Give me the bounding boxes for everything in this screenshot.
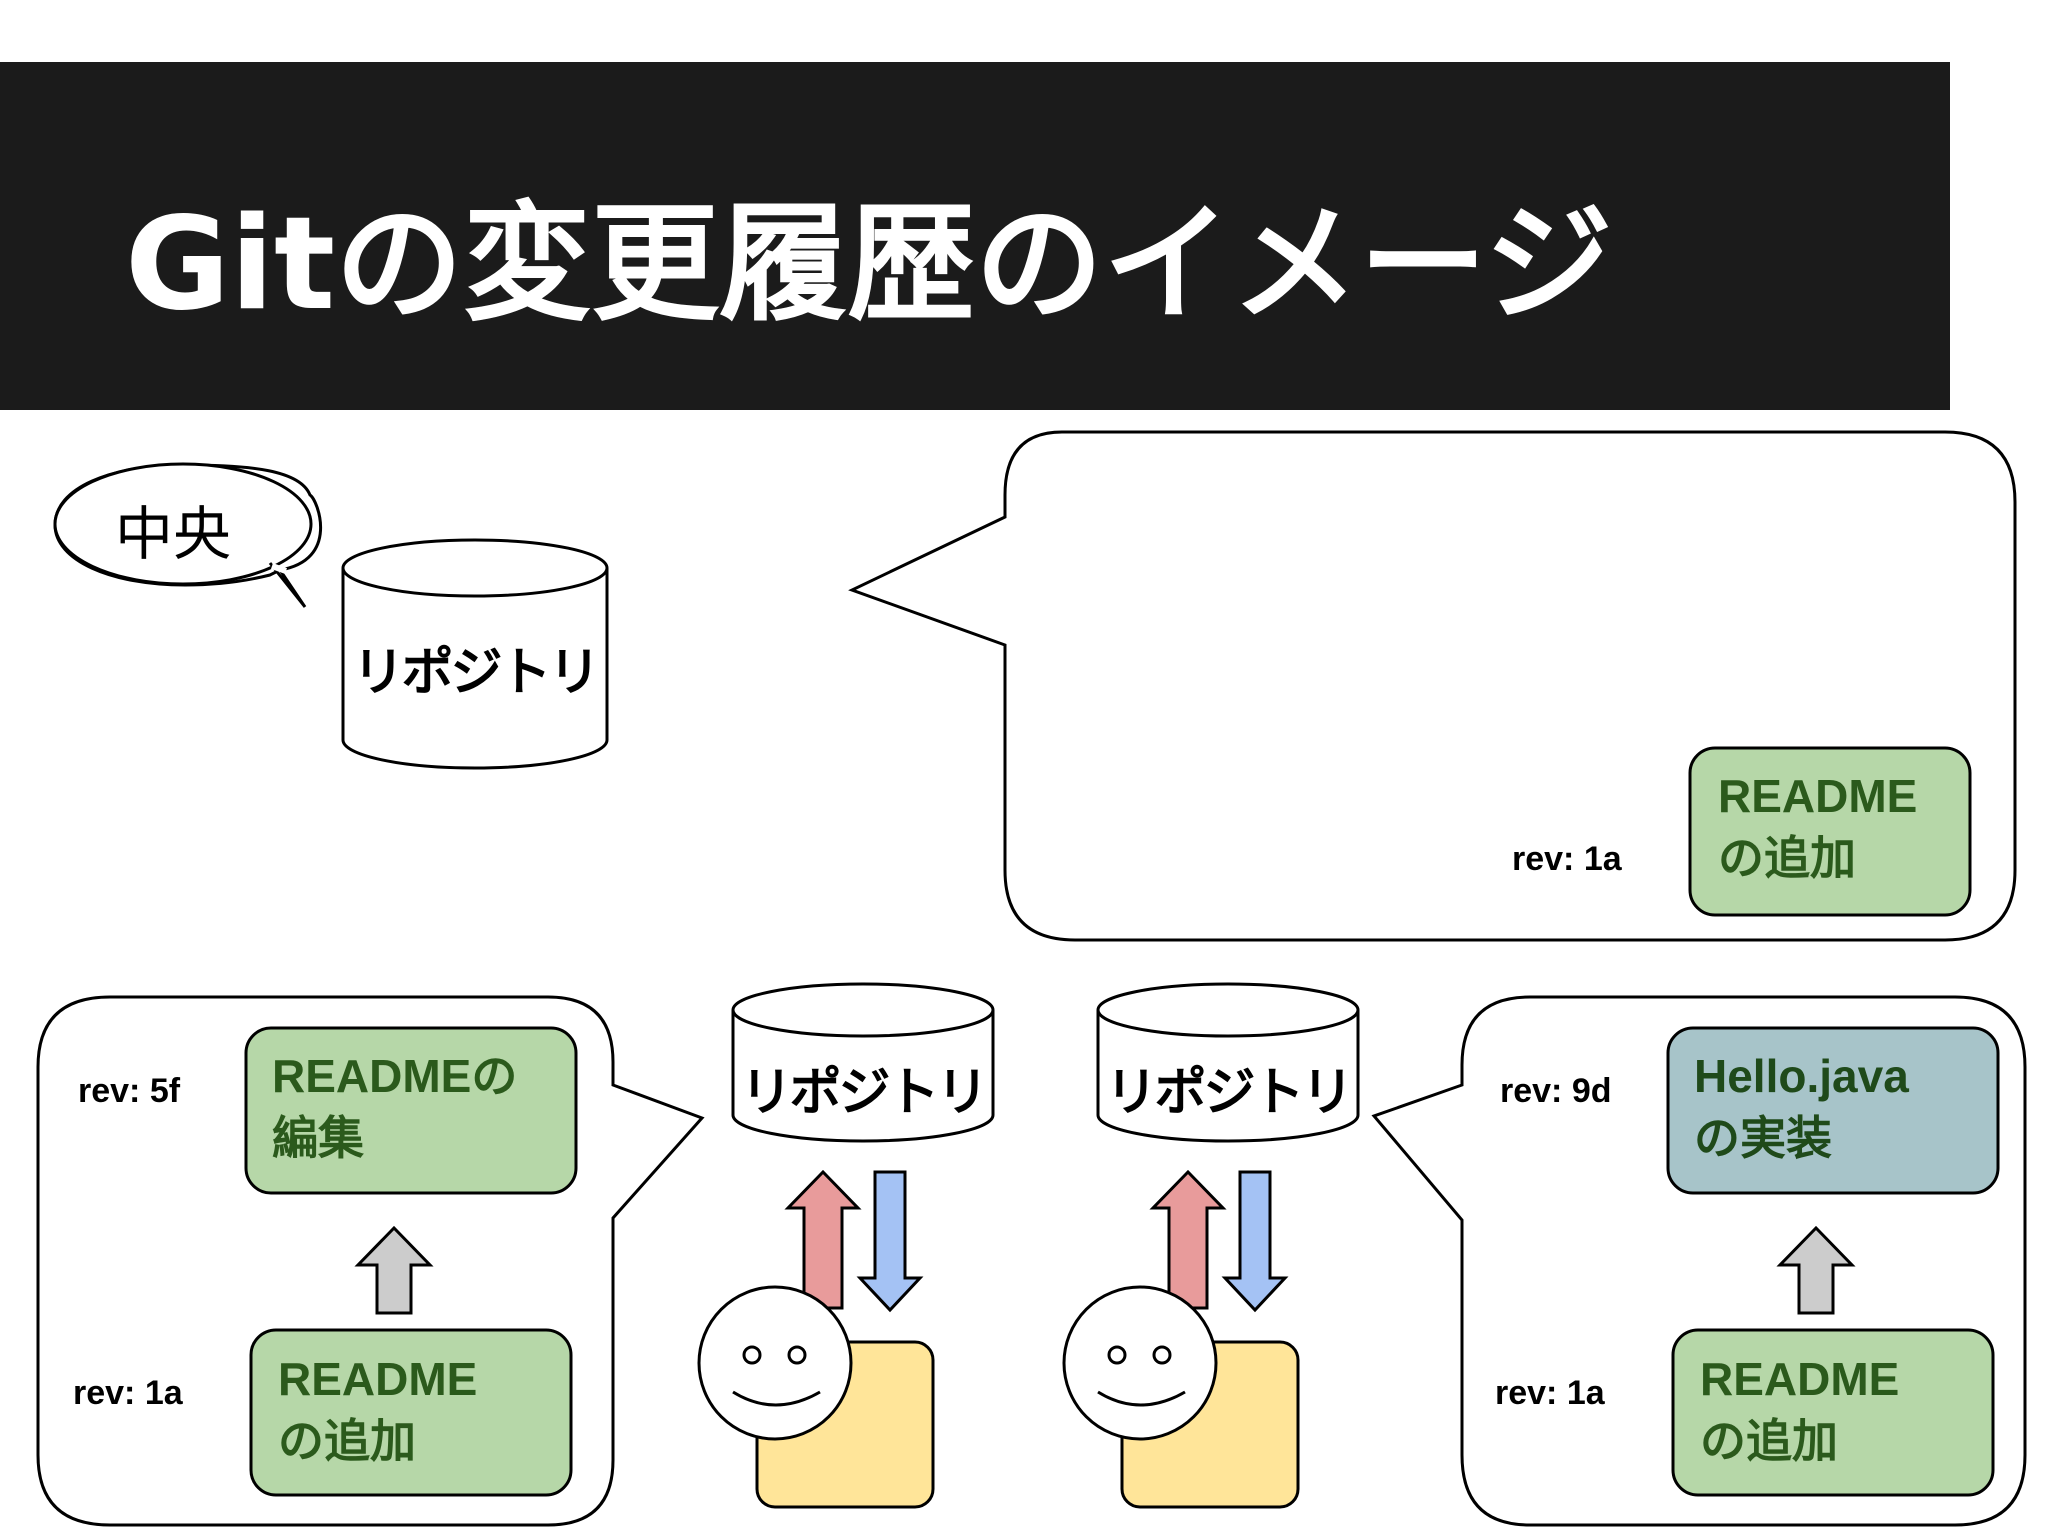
left-user-icon (697, 1285, 935, 1509)
left-commit-text-5f: READMEの 編集 (272, 1050, 518, 1164)
left-commit-card-1a (249, 1328, 573, 1497)
right-repository-label: リポジトリ (1105, 1063, 1353, 1123)
right-repository-icon (1096, 982, 1360, 1143)
right-history-arrow-up (1776, 1225, 1856, 1315)
left-commit-card-5f (244, 1026, 578, 1195)
central-oval (53, 462, 313, 586)
left-pull-arrow-icon (856, 1170, 924, 1313)
left-commit-text-1a: README の追加 (278, 1353, 478, 1467)
left-rev-label-1a: rev: 1a (73, 1374, 183, 1412)
central-repository-label: リポジトリ (352, 643, 600, 703)
slide-title: Gitの変更履歴のイメージ (125, 190, 1613, 339)
central-bubble-tail (268, 562, 307, 608)
central-bubble-label: 中央 (115, 500, 232, 568)
right-commit-card-9d (1666, 1026, 2000, 1195)
title-bar (0, 62, 1950, 410)
left-history-arrow-up (354, 1225, 434, 1315)
right-rev-label-9d: rev: 9d (1500, 1072, 1612, 1110)
central-commit-text: README の追加 (1718, 770, 1918, 884)
right-commit-text-1a: README の追加 (1700, 1353, 1900, 1467)
central-rev-label: rev: 1a (1512, 840, 1622, 878)
right-pull-arrow-icon (1221, 1170, 1289, 1313)
right-rev-label-1a: rev: 1a (1495, 1374, 1605, 1412)
right-commit-text-9d: Hello.java の実装 (1694, 1050, 1909, 1164)
central-commit-card-1a (1688, 746, 1972, 917)
left-rev-label-5f: rev: 5f (78, 1072, 181, 1110)
left-push-arrow-icon (784, 1169, 862, 1310)
right-push-arrow-icon (1149, 1169, 1227, 1310)
left-repository-label: リポジトリ (740, 1063, 988, 1123)
right-commit-card-1a (1671, 1328, 1995, 1497)
left-repository-icon (731, 982, 995, 1143)
right-user-icon (1062, 1285, 1300, 1509)
central-repository-icon (341, 538, 609, 770)
